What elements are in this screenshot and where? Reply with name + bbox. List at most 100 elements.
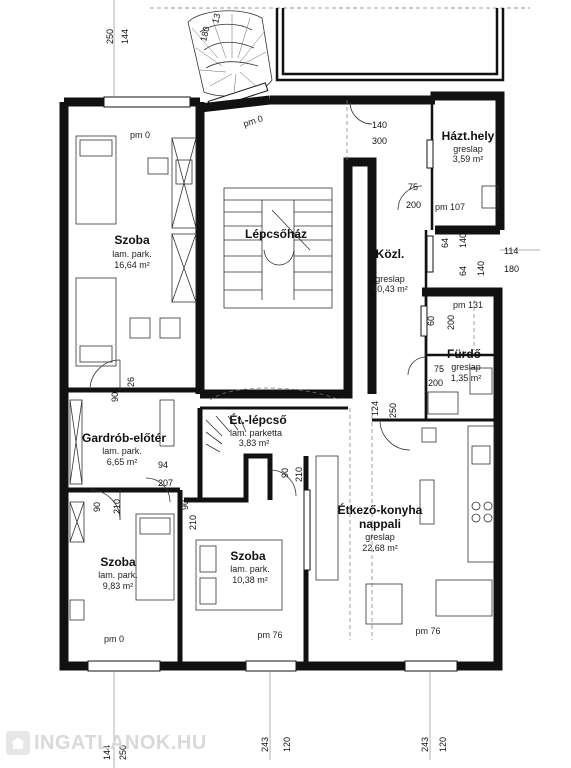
dim-label: 120 — [282, 737, 292, 752]
dim-label: 140 — [458, 233, 468, 248]
level-mark: pm 107 — [435, 202, 465, 212]
dim-label: 94 — [158, 460, 168, 470]
dim-label: 250 — [105, 29, 115, 44]
watermark: INGATLANOK.HU — [6, 729, 216, 757]
room-area: 16,64 m² — [114, 260, 150, 270]
dim-label: 210 — [294, 467, 304, 482]
dim-label: 60 — [426, 316, 436, 326]
dim-label: 250 — [388, 403, 398, 418]
dim-label: 75 — [408, 182, 418, 192]
room-name: Fürdő — [447, 347, 481, 361]
furniture-szoba1 — [75, 135, 197, 367]
furniture-szoba2 — [69, 501, 175, 621]
room-floor: greslap — [451, 362, 481, 372]
room-kozl: Közl. greslap 10,43 m² — [372, 247, 408, 294]
room-name: Házt.hely — [442, 129, 495, 143]
room-szoba3: Szoba lam. park. 10,38 m² — [230, 549, 270, 585]
dim-label: 207 — [158, 478, 173, 488]
room-floor: lam. parketta — [230, 428, 282, 438]
dim-label: 124 — [370, 401, 380, 416]
dim-label: 180 — [504, 264, 519, 274]
room-name-2: nappali — [359, 517, 401, 531]
dim-label: 144 — [102, 745, 112, 760]
windows — [87, 96, 458, 672]
dim-label: 243 — [260, 737, 270, 752]
room-haztheley: Házt.hely greslap 3,59 m² — [442, 129, 495, 164]
room-etlepcso: Ét.-lépcső lam. parketta 3,83 m² — [229, 412, 286, 448]
dim-label: 210 — [112, 499, 122, 514]
dim-label: 180 — [198, 25, 211, 42]
dim-label: 140 — [372, 120, 387, 130]
furniture-service — [469, 185, 499, 395]
dim-label: 64 — [440, 238, 450, 248]
level-mark: pm 131 — [453, 300, 483, 310]
small-staircase — [205, 415, 247, 453]
room-floor: greslap — [453, 144, 483, 154]
room-area: 3,83 m² — [239, 438, 270, 448]
level-mark: pm 0 — [242, 113, 264, 129]
furniture-gardrob — [69, 399, 175, 485]
room-name: Ét.-lépcső — [229, 412, 286, 427]
room-area: 9,83 m² — [103, 581, 134, 591]
room-name: Közl. — [376, 247, 405, 261]
dim-label: 250 — [118, 745, 128, 760]
room-area: 3,59 m² — [453, 154, 484, 164]
room-gardrob: Gardrób-előtér lam. park. 6,65 m² — [82, 431, 166, 467]
room-floor: lam. park. — [98, 570, 138, 580]
room-floor: lam. park. — [102, 446, 142, 456]
room-name: Lépcsőház — [245, 227, 307, 241]
dim-label: 120 — [438, 737, 448, 752]
room-area: 10,43 m² — [372, 284, 408, 294]
room-furdo: Fürdő greslap 1,35 m² — [447, 347, 481, 383]
dashed-guides — [209, 100, 373, 640]
dim-label: 243 — [420, 737, 430, 752]
dim-label: 64 — [458, 266, 468, 276]
room-lepcsohaz: Lépcsőház — [245, 227, 307, 241]
dim-label: 200 — [406, 200, 421, 210]
interior-walls — [64, 95, 498, 666]
room-name: Szoba — [114, 233, 150, 247]
door-swings — [89, 101, 427, 521]
room-szoba1: Szoba lam. park. 16,64 m² — [112, 233, 152, 270]
dim-label: 90 — [110, 392, 120, 402]
dim-label: 90 — [92, 502, 102, 512]
level-mark: pm 76 — [415, 626, 440, 636]
dim-label: 300 — [372, 136, 387, 146]
level-mark: pm 0 — [104, 634, 124, 644]
dim-label: 114 — [504, 246, 518, 256]
dim-label: 200 — [446, 315, 456, 330]
room-area: 6,65 m² — [107, 457, 138, 467]
dim-label: 210 — [188, 515, 198, 530]
level-mark: pm 0 — [130, 130, 150, 140]
dimension-leaders — [113, 0, 540, 768]
dim-label: 90 — [180, 500, 190, 510]
room-area: 1,35 m² — [451, 373, 482, 383]
room-name: Szoba — [100, 555, 136, 569]
room-name: Gardrób-előtér — [82, 431, 166, 445]
dim-label: 75 — [434, 364, 444, 374]
dim-label: 144 — [120, 29, 130, 44]
room-area: 22,68 m² — [362, 543, 398, 553]
room-floor: greslap — [365, 532, 395, 542]
room-szoba2: Szoba lam. park. 9,83 m² — [98, 555, 138, 591]
dim-label: 140 — [476, 261, 486, 276]
room-floor: greslap — [375, 274, 405, 284]
watermark-text: INGATLANOK.HU — [34, 731, 207, 754]
dim-label: 13 — [210, 12, 222, 24]
house-logo-icon — [6, 731, 30, 755]
room-name: Szoba — [230, 549, 266, 563]
spiral-staircase — [187, 10, 273, 110]
room-area: 10,38 m² — [232, 575, 268, 585]
room-konyha: Étkező-konyha nappali greslap 22,68 m² — [338, 502, 423, 553]
dim-label: 200 — [428, 378, 443, 388]
level-mark: pm 76 — [257, 630, 282, 640]
dimensions: 250 144 180 13 140 300 75 200 64 140 114… — [92, 12, 519, 760]
dim-label: 226 — [126, 377, 136, 392]
main-staircase — [223, 187, 333, 309]
room-name: Étkező-konyha — [338, 502, 423, 517]
dim-label: 90 — [280, 468, 290, 478]
courtyard-walls — [275, 8, 505, 82]
room-floor: lam. park. — [230, 564, 270, 574]
furniture-szoba3 — [195, 539, 283, 611]
